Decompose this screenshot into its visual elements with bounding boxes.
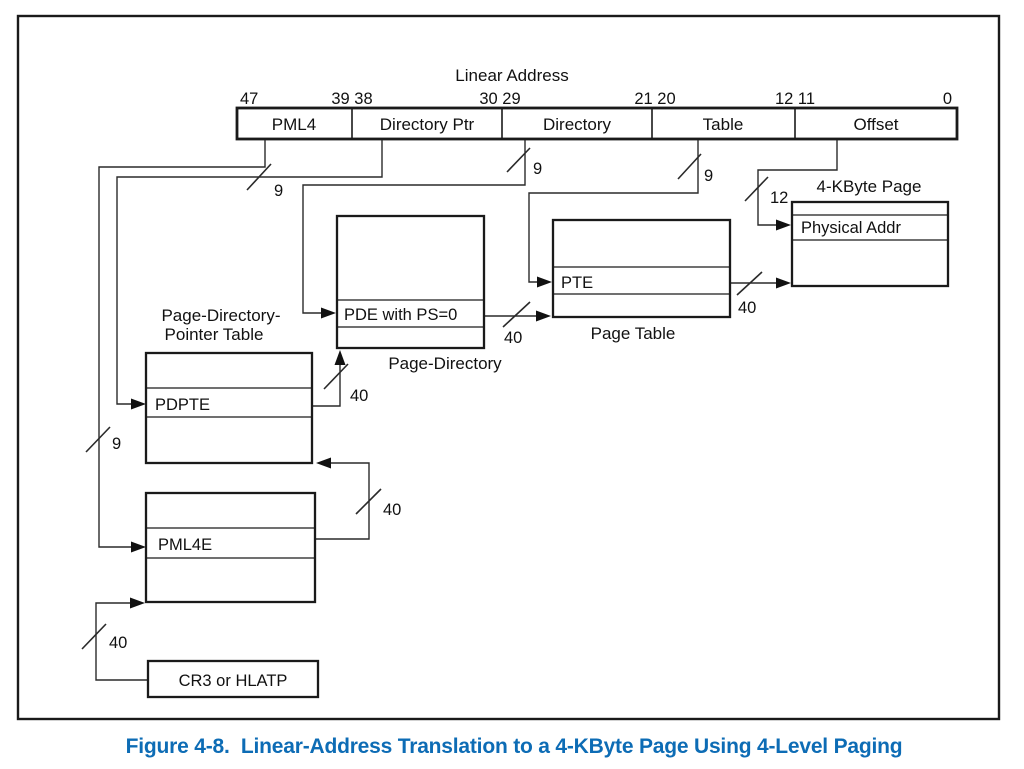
arrowhead-icon bbox=[316, 457, 331, 469]
bus-width-slash-icon bbox=[677, 153, 702, 180]
width-label-pte: 40 bbox=[738, 299, 756, 317]
bus-width-slash-icon bbox=[502, 301, 531, 328]
arrowhead-icon bbox=[131, 398, 146, 410]
bus-width-slash-icon bbox=[744, 176, 769, 202]
cr3-box bbox=[146, 659, 320, 699]
field-pml4: PML4 bbox=[272, 115, 316, 134]
bus-width-marks: 9 9 9 9 12 40 40 40 40 40 bbox=[81, 147, 788, 652]
bit-marker-12-11: 12 11 bbox=[775, 90, 815, 108]
width-label-offset: 12 bbox=[770, 189, 788, 207]
width-label-dirptr: 9 bbox=[274, 182, 283, 200]
directory-ptr-index-line bbox=[116, 140, 383, 405]
page-table-box bbox=[551, 218, 732, 319]
physical-addr-entry: Physical Addr bbox=[801, 219, 901, 237]
arrowhead-icon bbox=[776, 277, 791, 289]
bus-width-slash-icon bbox=[323, 363, 349, 390]
bit-marker-39-38: 39 38 bbox=[331, 90, 372, 108]
width-label-pdpte: 40 bbox=[350, 387, 368, 405]
cr3-base-line bbox=[95, 602, 148, 681]
bus-width-slash-icon bbox=[506, 147, 531, 173]
page-directory-box bbox=[335, 214, 486, 350]
pdpte-entry: PDPTE bbox=[155, 396, 210, 414]
arrowhead-icon bbox=[321, 307, 336, 319]
page-4k-label: 4-KByte Page bbox=[817, 177, 922, 196]
directory-index-line bbox=[302, 140, 526, 314]
field-directory-ptr: Directory Ptr bbox=[380, 115, 475, 134]
width-label-pml4: 9 bbox=[112, 435, 121, 453]
bus-width-slash-icon bbox=[355, 488, 382, 515]
bit-marker-30-29: 30 29 bbox=[479, 90, 520, 108]
pte-entry: PTE bbox=[561, 274, 593, 292]
page-table-label: Page Table bbox=[591, 324, 676, 343]
width-label-table: 9 bbox=[704, 167, 713, 185]
offset-line bbox=[757, 140, 838, 226]
page-4k-box bbox=[790, 200, 950, 288]
arrowhead-icon bbox=[536, 310, 551, 322]
pml4-table-box bbox=[144, 491, 317, 604]
arrowheads bbox=[130, 219, 791, 609]
arrowhead-icon bbox=[776, 219, 791, 231]
pdpt-box bbox=[144, 351, 314, 465]
field-directory: Directory bbox=[543, 115, 612, 134]
field-table: Table bbox=[703, 115, 744, 134]
arrowhead-icon bbox=[334, 350, 346, 365]
pde-entry: PDE with PS=0 bbox=[344, 306, 457, 324]
pml4e-base-line bbox=[315, 462, 370, 540]
bus-width-slash-icon bbox=[246, 163, 272, 191]
arrowhead-icon bbox=[130, 597, 145, 609]
linear-address-title: Linear Address bbox=[455, 66, 568, 85]
width-label-cr3: 40 bbox=[109, 634, 127, 652]
pml4e-entry: PML4E bbox=[158, 536, 212, 554]
bus-width-slash-icon bbox=[81, 623, 107, 650]
connector-lines bbox=[95, 140, 838, 681]
width-label-pde: 40 bbox=[504, 329, 522, 347]
table-index-line bbox=[528, 140, 699, 283]
arrowhead-icon bbox=[131, 541, 146, 553]
linear-address-box bbox=[235, 106, 959, 141]
bit-marker-47: 47 bbox=[240, 90, 258, 108]
bus-width-slash-icon bbox=[736, 271, 763, 296]
bit-marker-0: 0 bbox=[943, 90, 952, 108]
pdpt-label-line2: Pointer Table bbox=[165, 325, 264, 344]
bit-marker-21-20: 21 20 bbox=[634, 90, 675, 108]
field-offset: Offset bbox=[853, 115, 898, 134]
arrowhead-icon bbox=[537, 276, 552, 288]
bus-width-slash-icon bbox=[85, 426, 111, 453]
width-label-directory: 9 bbox=[533, 160, 542, 178]
page-directory-label: Page-Directory bbox=[388, 354, 502, 373]
width-label-pml4e: 40 bbox=[383, 501, 401, 519]
pml4-index-line bbox=[98, 140, 266, 548]
cr3-label: CR3 or HLATP bbox=[179, 672, 288, 690]
pdpte-base-line bbox=[312, 364, 341, 407]
figure-border bbox=[16, 14, 1001, 721]
pdpt-label-line1: Page-Directory- bbox=[161, 306, 280, 325]
figure-caption: Figure 4-8. Linear-Address Translation t… bbox=[126, 735, 903, 758]
